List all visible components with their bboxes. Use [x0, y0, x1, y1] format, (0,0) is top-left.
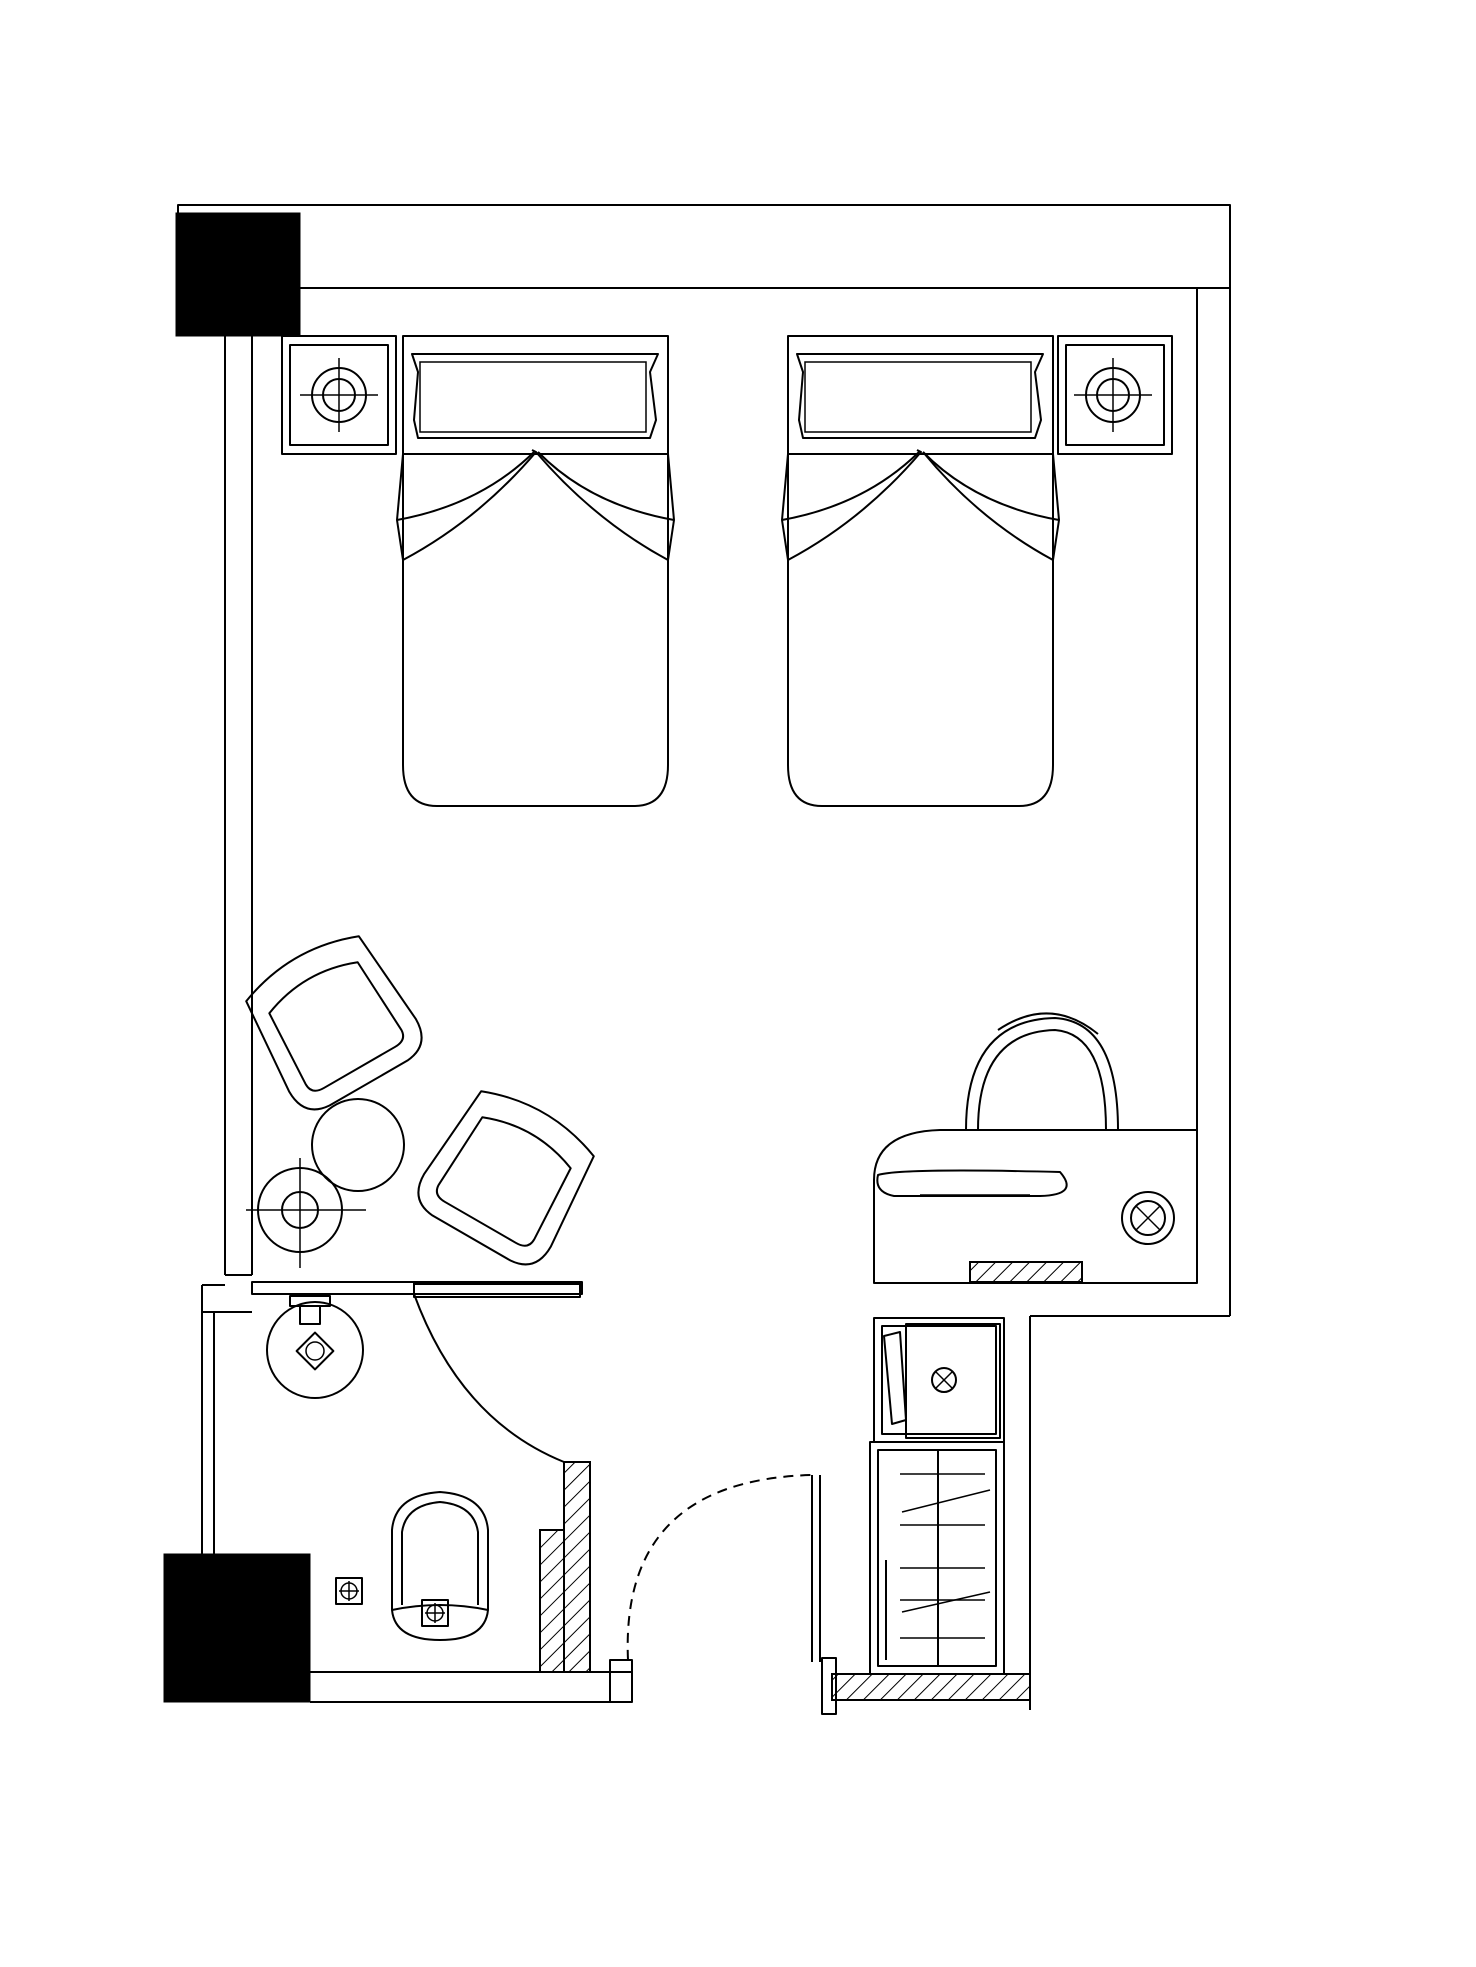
flush-button-icon	[421, 1599, 449, 1627]
desk-chair	[965, 1012, 1119, 1131]
table-lamp-icon	[300, 358, 378, 432]
structural-column-top-left	[175, 212, 301, 337]
faucet-drain-icon	[295, 1331, 335, 1371]
table-lamp-icon	[1074, 358, 1152, 432]
bed-right	[781, 335, 1060, 807]
desk-lamp-icon	[1121, 1191, 1175, 1245]
entry-door-swing	[626, 1474, 813, 1661]
luggage-rack	[969, 1261, 1083, 1283]
armchair-lower	[417, 1090, 595, 1266]
structural-walls	[177, 204, 1231, 1715]
nightstand-right	[1057, 335, 1173, 455]
window	[177, 204, 1231, 289]
armchair-upper	[245, 935, 423, 1111]
side-table	[311, 1098, 405, 1192]
toilet	[391, 1491, 489, 1641]
floor-lamp-icon	[246, 1158, 366, 1268]
bed-left	[396, 335, 675, 807]
structural-column-bottom-left	[163, 1553, 311, 1703]
pillow-icon	[411, 353, 659, 439]
desk	[873, 1129, 1198, 1284]
washbasin	[266, 1295, 364, 1399]
wardrobe	[831, 1441, 1031, 1701]
pillow-icon	[796, 353, 1044, 439]
floor-drain-icon	[335, 1577, 363, 1605]
minibar-safe	[873, 1317, 1005, 1443]
nightstand-left	[281, 335, 397, 455]
hangers-icon	[900, 1473, 991, 1639]
safe-icon	[931, 1367, 957, 1393]
bathroom-door-swing	[413, 1282, 591, 1673]
